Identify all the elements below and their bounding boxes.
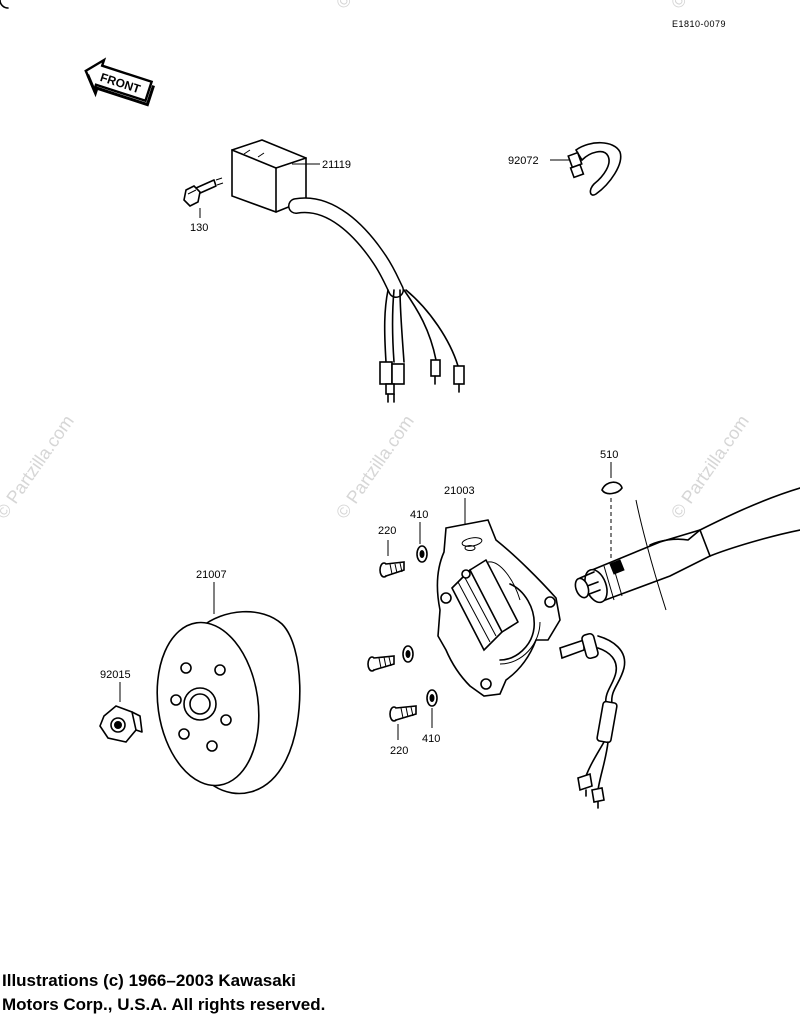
label-410-bot: 410	[422, 733, 440, 745]
washer-410-bot	[426, 689, 438, 707]
watermark-3: © Partzilla.com	[667, 411, 753, 522]
label-220-bot: 220	[390, 745, 408, 757]
woodruff-key-510	[601, 481, 623, 495]
watermark-2: © Partzilla.com	[332, 411, 418, 522]
bolt-130	[183, 177, 224, 207]
label-220-top: 220	[378, 525, 396, 537]
crankshaft	[574, 487, 800, 611]
watermark-1: © Partzilla.com	[0, 411, 78, 522]
drawing-code: E1810-0079	[672, 19, 726, 29]
label-21119: 21119	[322, 159, 351, 171]
stator-21003	[436, 519, 626, 809]
washer-410-top	[416, 545, 428, 563]
watermark-5: © Partzilla.com	[667, 0, 753, 12]
screw-220-top	[379, 561, 405, 578]
copyright-line-2: Motors Corp., U.S.A. All rights reserved…	[2, 995, 326, 1014]
label-410-top: 410	[410, 509, 428, 521]
cdi-unit-21119	[231, 139, 465, 403]
label-510: 510	[600, 449, 618, 461]
clamp-92072	[567, 141, 622, 196]
washer-410-mid	[402, 645, 414, 663]
label-92072: 92072	[508, 155, 539, 167]
watermark-4: © Partzilla.com	[332, 0, 418, 12]
label-92015: 92015	[100, 669, 131, 681]
label-21007: 21007	[196, 569, 227, 581]
label-21003: 21003	[444, 485, 475, 497]
front-arrow-badge: FRONT	[84, 57, 155, 107]
flywheel-rotor-21007	[156, 610, 301, 795]
screw-220-mid	[367, 655, 395, 672]
nut-92015	[99, 705, 143, 743]
screw-220-bot	[389, 705, 417, 722]
copyright-line-1: Illustrations (c) 1966–2003 Kawasaki	[2, 971, 296, 990]
corner-mark	[0, 0, 9, 9]
label-130: 130	[190, 222, 208, 234]
